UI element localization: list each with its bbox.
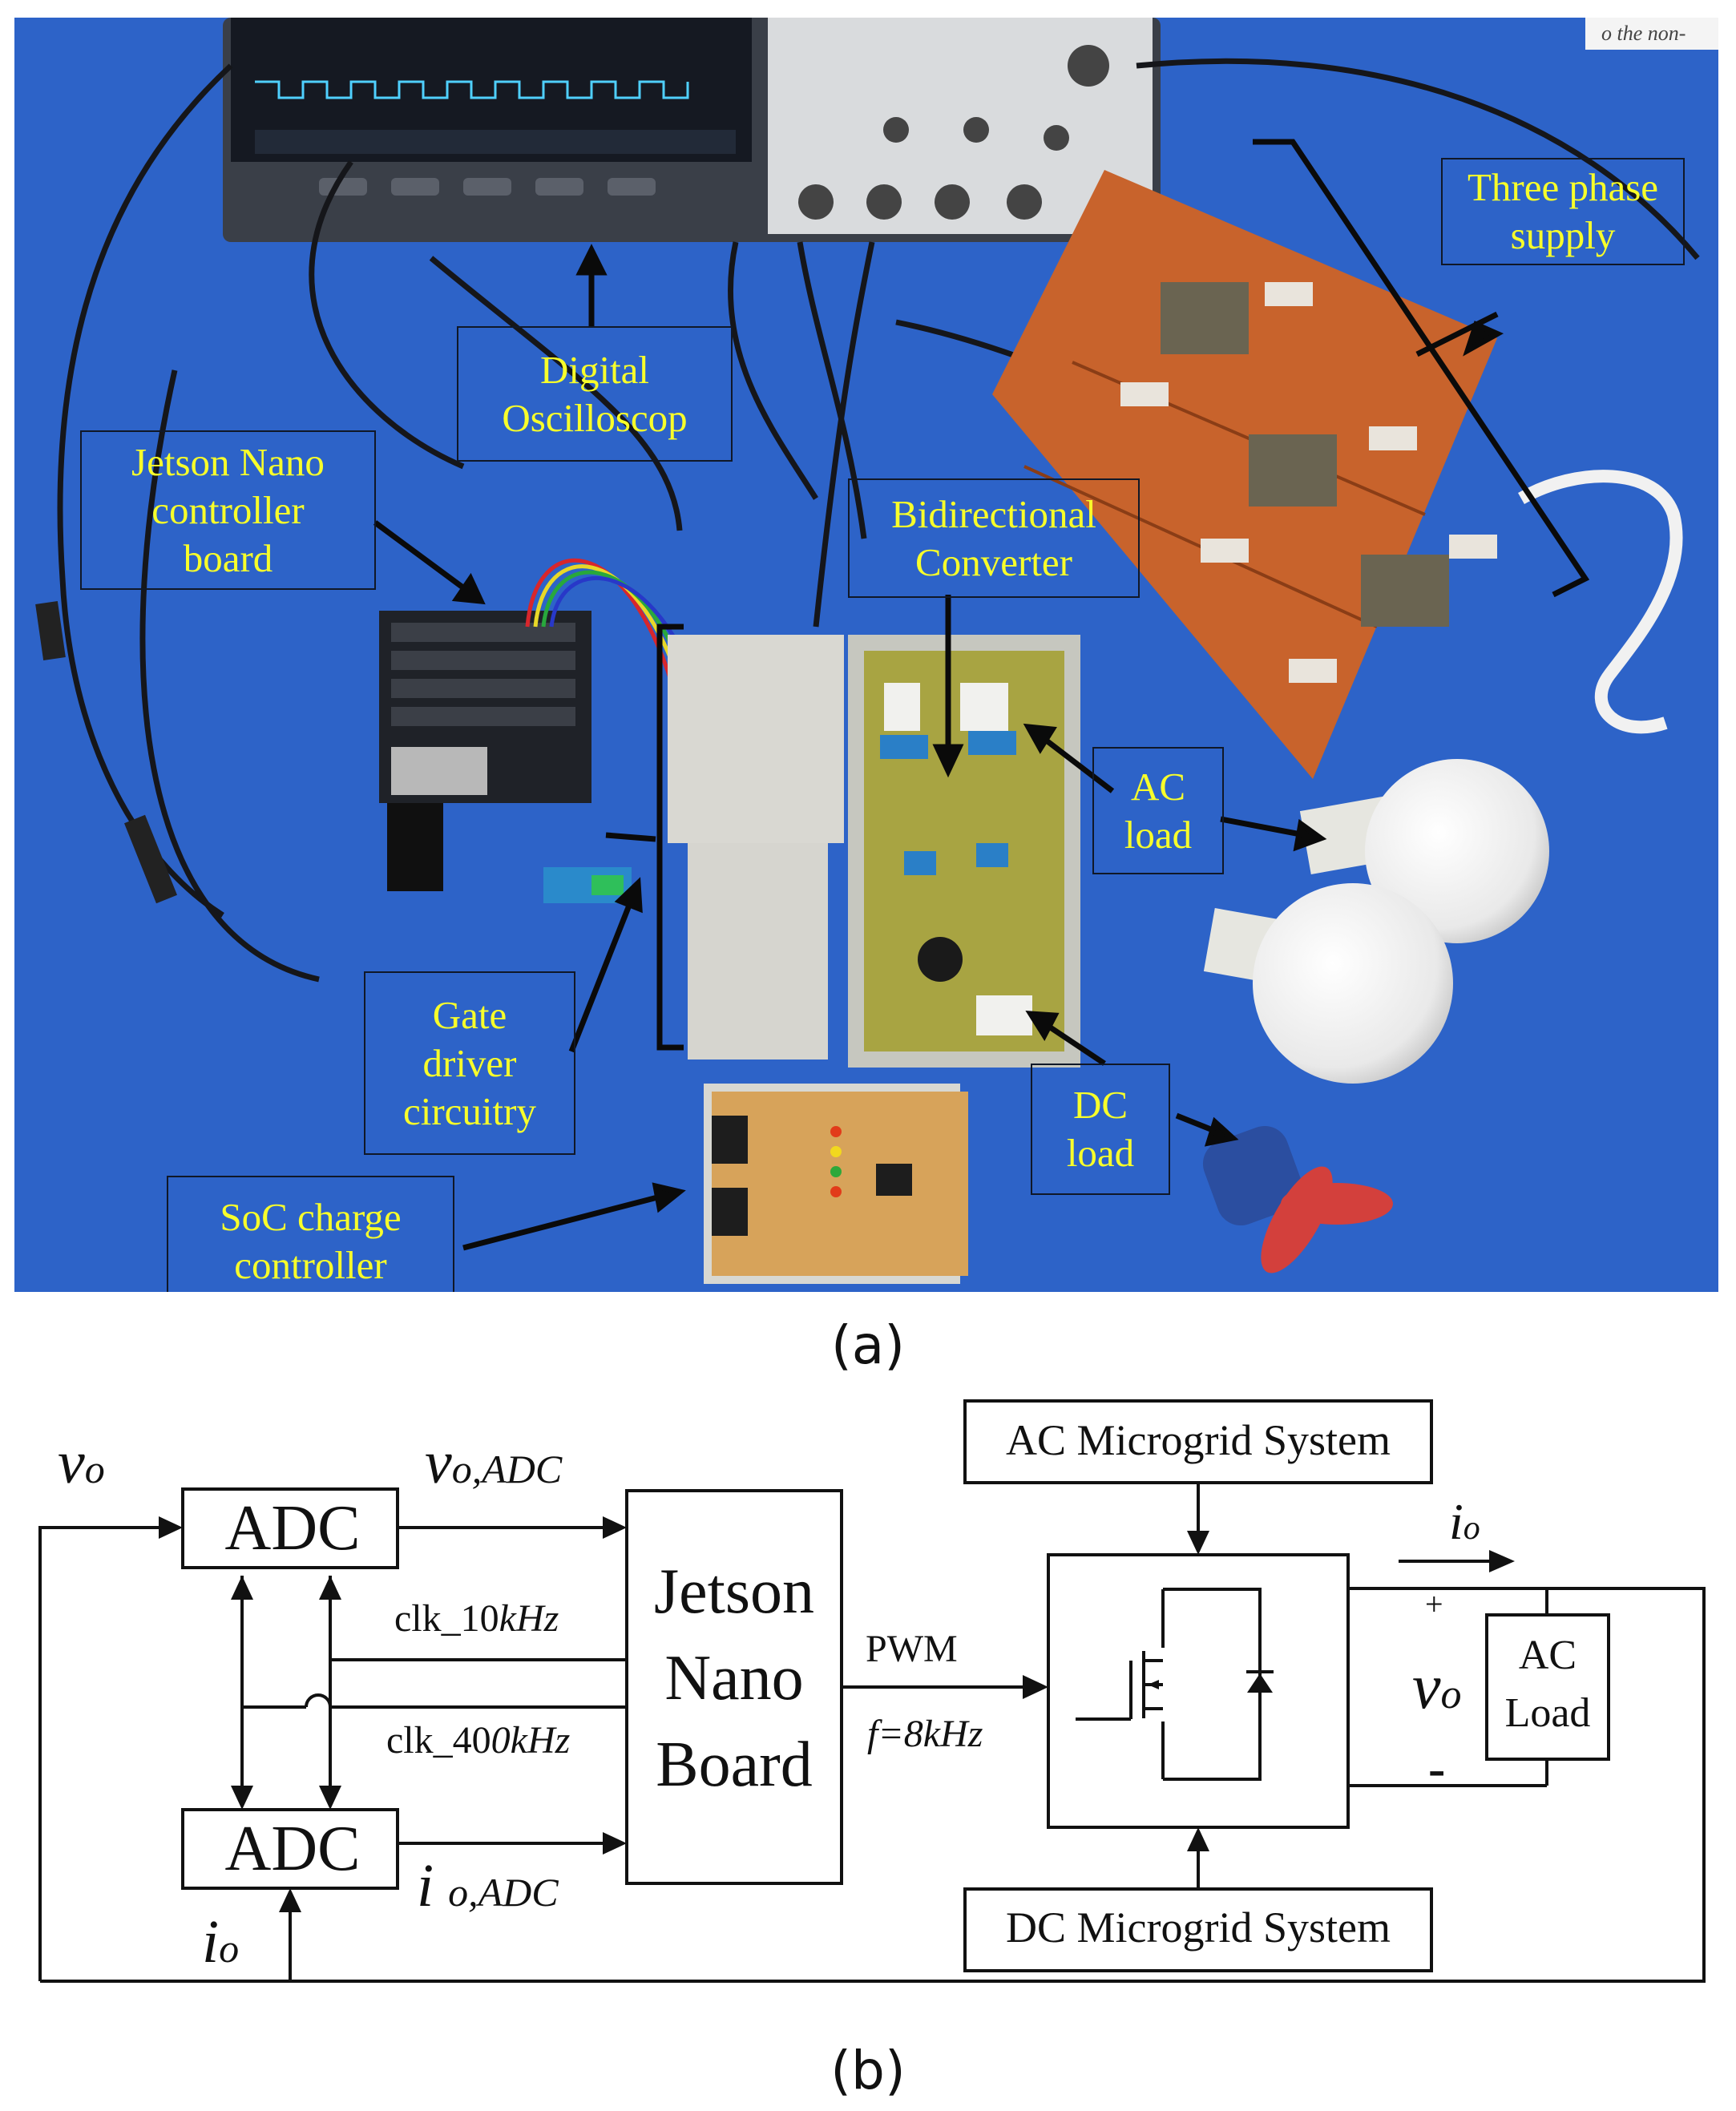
jetson-board [379,611,591,891]
three-phase-board [992,170,1497,779]
vo-output-label: vo [1412,1652,1462,1722]
dc-motor [1202,1125,1393,1273]
clk-10khz-label: clk_10kHz [394,1597,559,1640]
gate-driver-plate-bottom [688,843,828,1060]
io-input-label: io [202,1908,240,1976]
terminal-blocks [880,731,1016,875]
photo-scene: o the non- [35,18,1718,1284]
ac-bulbs [1203,759,1549,1084]
caption-a: (a) [831,1314,905,1376]
vo-adc-label: vo,ADC [425,1429,563,1496]
minus-sign: - [1428,1740,1446,1797]
caption-b: (b) [830,2040,906,2101]
gate-driver-plate-top [668,635,844,843]
ac-microgrid-label: AC Microgrid System [1006,1416,1391,1464]
converter-box [1047,1553,1350,1829]
plus-sign: + [1425,1586,1443,1622]
diagram-lines [38,1399,1706,1983]
soc-pcb [712,1092,968,1276]
pwm-label: PWM [866,1628,958,1670]
clk-400khz-label: clk_400kHz [386,1719,571,1762]
brackets [605,139,1590,1051]
pointer-arrows [373,244,1504,1251]
corner-note: o the non- [1601,22,1686,45]
power-adapter-cable [35,601,177,904]
pwm-frequency-label: f=8kHz [867,1713,983,1755]
vo-input-label: vo [58,1429,105,1496]
white-cable [1518,470,1683,734]
adc-top-label: ADC [224,1493,361,1564]
adc-bottom-label: ADC [224,1814,361,1884]
dc-microgrid-label: DC Microgrid System [1006,1903,1391,1952]
oscilloscope [223,18,1161,242]
io-output-label: io [1449,1493,1480,1550]
